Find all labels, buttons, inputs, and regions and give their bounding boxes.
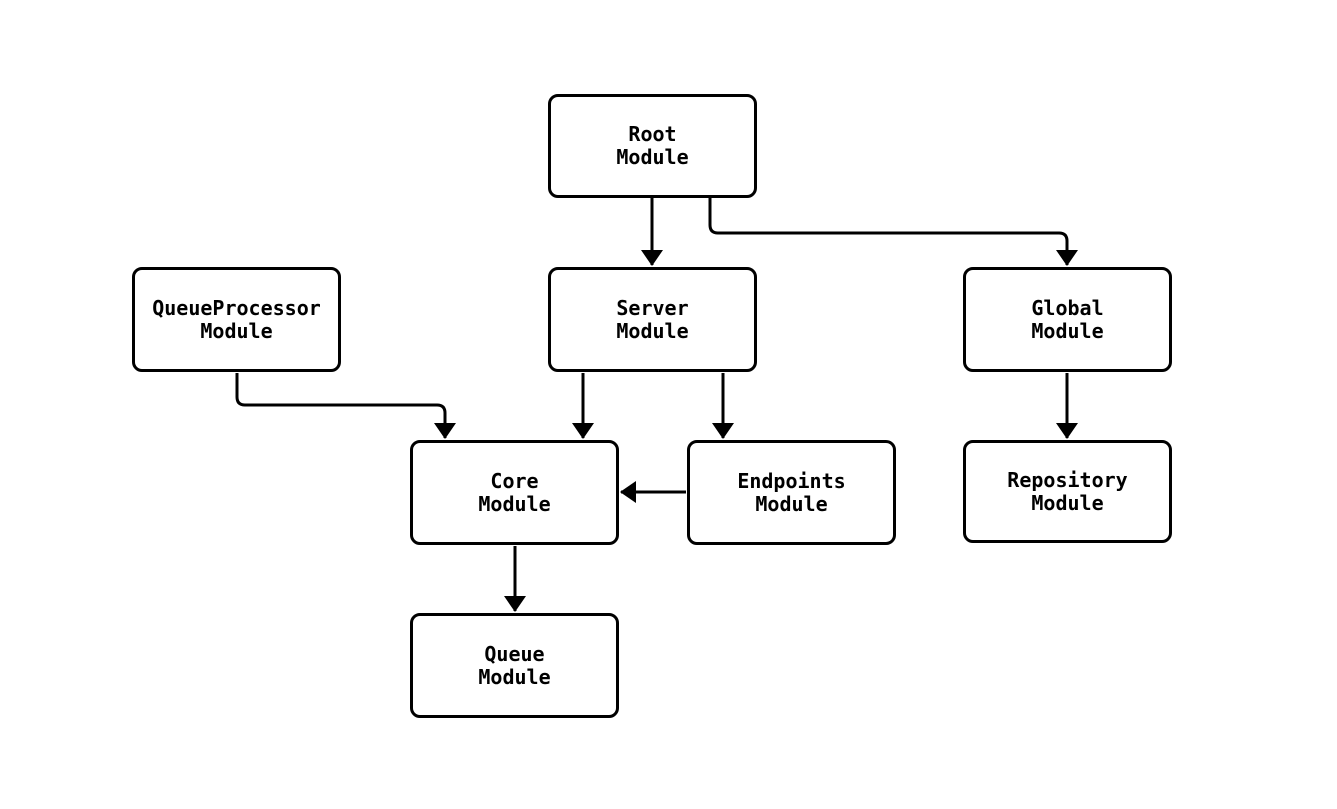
node-label: Root — [628, 122, 677, 146]
node-label: Module — [478, 664, 551, 689]
node-label: Module — [616, 145, 689, 169]
node-label: Module — [755, 491, 828, 516]
edges-group — [235, 198, 1078, 612]
node-label: Module — [1031, 318, 1104, 343]
node-label: Module — [616, 318, 689, 343]
node-label: Queue — [484, 641, 545, 666]
node-label: Core — [490, 468, 539, 493]
edge-queueprocessor-to-core — [235, 373, 456, 439]
node-label: Module — [478, 491, 551, 516]
node-label: Module — [1031, 490, 1104, 515]
node-label: Server — [616, 295, 689, 320]
node-label: Module — [200, 318, 273, 343]
node-label: Global — [1031, 295, 1104, 320]
edge-root-to-global — [708, 198, 1078, 266]
node-label: Endpoints — [737, 468, 846, 493]
node-label: QueueProcessor — [152, 295, 321, 320]
node-label: Repository — [1007, 467, 1128, 492]
